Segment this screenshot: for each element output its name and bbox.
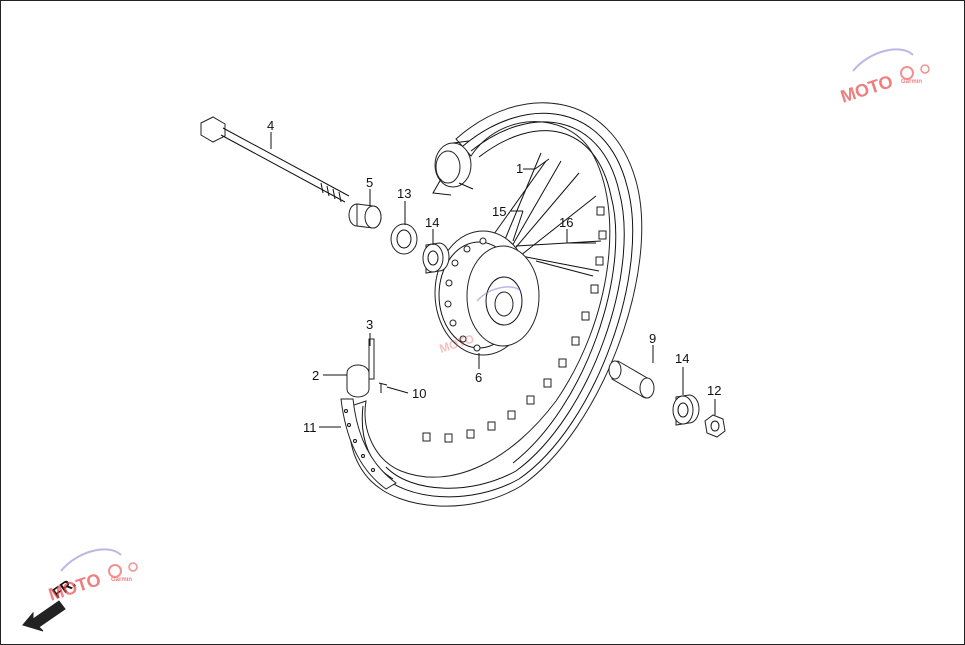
gear-icon [900,66,914,80]
oil-seal [390,223,418,255]
callout-13: 13 [397,186,411,201]
watermark-small-text: Garmin [111,577,132,583]
callout-1: 1 [516,161,523,176]
callout-10: 10 [412,386,426,401]
callout-9: 9 [649,331,656,346]
callout-14-right: 14 [675,351,689,366]
callout-12: 12 [707,383,721,398]
gear-icon [920,64,930,74]
watermark-small-text: Garmin [901,79,922,85]
callout-labels: 1 2 3 4 5 6 9 10 11 12 13 14 14 15 16 [267,118,721,435]
bearing-left [422,242,450,274]
callout-4: 4 [267,118,274,133]
callout-5: 5 [366,175,373,190]
hub [434,230,540,356]
axle-bolt [200,116,350,203]
watermark-logo-bottom: MOTO Garmin [46,548,138,605]
gear-icon [108,564,122,578]
callout-16: 16 [559,215,573,230]
axle-nut [704,414,726,438]
spokes [488,152,602,277]
valve-and-rimband [340,338,397,490]
collar [348,203,382,229]
callout-2: 2 [312,368,319,383]
watermark-text: MOTO [46,569,103,605]
rim-nipples [422,206,607,443]
callout-11: 11 [303,420,317,435]
leader-lines [270,132,716,428]
callout-3: 3 [366,317,373,332]
watermark-logo-top: MOTO Garmin [838,48,930,107]
arrow-icon [22,600,66,632]
gear-icon [128,562,138,572]
tire-section-cut [432,140,474,196]
callout-6: 6 [475,370,482,385]
callout-15: 15 [492,204,506,219]
bearing-right [672,394,700,426]
distance-collar [608,360,655,399]
callout-14-left: 14 [425,215,439,230]
watermark-text: MOTO [838,71,895,107]
